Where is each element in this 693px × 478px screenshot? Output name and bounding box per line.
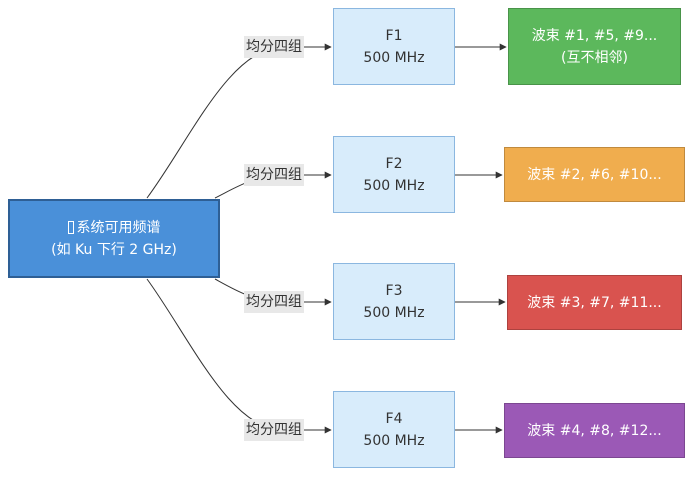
channel-bandwidth: 500 MHz <box>363 304 425 321</box>
source-title: 系统可用频谱 <box>76 219 161 236</box>
channel-name: F1 <box>385 27 403 44</box>
source-title-row: 系统可用频谱 <box>67 217 161 239</box>
channel-name: F2 <box>385 155 403 172</box>
beam-label: 波束 #3, #7, #11... <box>527 294 662 311</box>
channel-bandwidth: 500 MHz <box>363 432 425 449</box>
beam-label: 波束 #4, #8, #12... <box>527 422 662 439</box>
beam-node-4[interactable]: 波束 #4, #8, #12... <box>504 403 685 458</box>
channel-node-f3[interactable]: F3 500 MHz <box>333 263 455 340</box>
edge-label-f4: 均分四组 <box>244 419 304 441</box>
beam-node-2[interactable]: 波束 #2, #6, #10... <box>504 147 685 202</box>
beam-label: 波束 #1, #5, #9... <box>531 27 658 44</box>
channel-bandwidth: 500 MHz <box>363 49 425 66</box>
channel-node-f4[interactable]: F4 500 MHz <box>333 391 455 468</box>
channel-name: F3 <box>385 282 403 299</box>
beam-note: (互不相邻) <box>561 49 628 66</box>
channel-bandwidth: 500 MHz <box>363 177 425 194</box>
source-subtitle: (如 Ku 下行 2 GHz) <box>51 241 177 258</box>
channel-name: F4 <box>385 410 403 427</box>
channel-node-f1[interactable]: F1 500 MHz <box>333 8 455 85</box>
beam-node-1[interactable]: 波束 #1, #5, #9... (互不相邻) <box>508 8 681 85</box>
beam-node-3[interactable]: 波束 #3, #7, #11... <box>507 275 682 330</box>
channel-node-f2[interactable]: F2 500 MHz <box>333 136 455 213</box>
beam-label: 波束 #2, #6, #10... <box>527 166 662 183</box>
edge-label-f3: 均分四组 <box>244 291 304 313</box>
missing-glyph-icon <box>67 220 74 234</box>
edge-label-f2: 均分四组 <box>244 164 304 186</box>
edge-label-f1: 均分四组 <box>244 36 304 58</box>
spectrum-source-node[interactable]: 系统可用频谱 (如 Ku 下行 2 GHz) <box>8 199 220 278</box>
